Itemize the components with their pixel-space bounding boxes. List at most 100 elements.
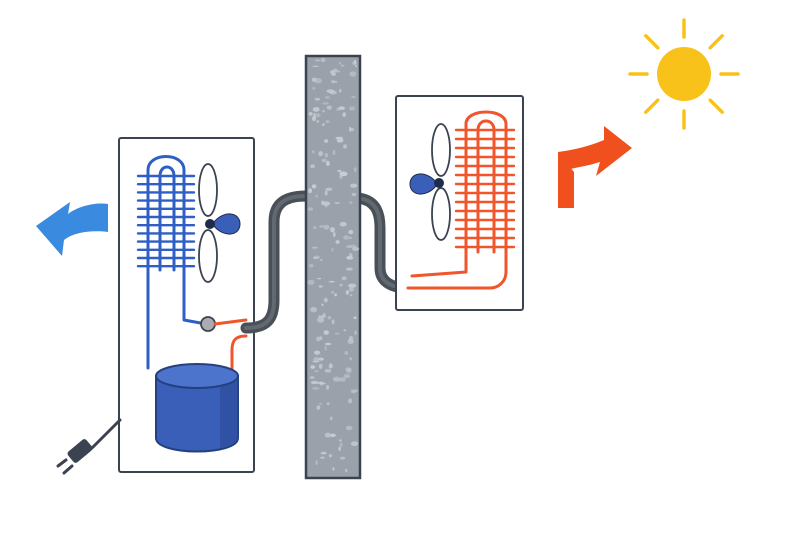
wall-speckle — [320, 456, 325, 459]
wall-speckle — [327, 316, 332, 320]
wall-speckle — [310, 164, 316, 169]
wall-speckle — [343, 373, 351, 379]
sun-rays — [628, 18, 740, 130]
wall-speckle — [343, 235, 350, 240]
wall-speckle — [328, 363, 333, 369]
sun-ray — [708, 98, 724, 114]
wall-speckle — [311, 184, 317, 189]
wall-speckle — [331, 319, 335, 325]
wall-speckle — [348, 229, 354, 235]
wall-speckle — [324, 432, 331, 438]
wall-speckle — [324, 369, 332, 373]
wall-speckle — [325, 120, 330, 123]
wall-speckle — [310, 365, 316, 369]
wall-speckle — [334, 293, 337, 297]
sun-disc — [657, 47, 711, 101]
wall-speckle — [323, 224, 330, 230]
wall-speckle — [336, 138, 344, 143]
wall-speckle — [308, 112, 313, 116]
wall-speckle — [349, 71, 357, 77]
wall-speckle — [349, 201, 353, 204]
fan-blade-bottom — [198, 229, 218, 283]
wall-speckle — [311, 116, 317, 122]
wall-speckle — [309, 376, 315, 379]
wall-speckle — [313, 357, 320, 363]
wall-speckle — [318, 285, 323, 288]
wall-speckle — [313, 226, 317, 230]
wall-speckle — [349, 126, 352, 132]
wall-speckle — [318, 357, 324, 361]
wall-speckle — [326, 160, 330, 166]
wall-speckle — [321, 303, 324, 307]
wall-speckle — [324, 96, 331, 99]
wall-speckle — [349, 237, 352, 239]
wall-speckle — [332, 150, 336, 155]
wall-speckle — [311, 150, 315, 154]
wall-speckle — [326, 402, 330, 406]
wall-speckle — [320, 452, 327, 455]
wall-speckle — [328, 280, 335, 283]
wall-speckle — [349, 357, 352, 361]
wall-speckle — [343, 329, 347, 332]
wall-speckle — [316, 317, 325, 323]
wall-speckle — [350, 127, 354, 132]
wall-speckle — [352, 246, 360, 251]
wall-speckle — [337, 169, 342, 172]
fan-blade-left — [409, 173, 437, 195]
condenser-coil-loop — [406, 110, 508, 290]
wall-speckle — [330, 70, 336, 75]
wall-speckle — [324, 342, 332, 346]
hot-line-indoor — [213, 318, 248, 370]
wall-speckle — [340, 64, 345, 67]
wall-speckle — [346, 255, 354, 260]
wall-speckle — [332, 376, 341, 382]
wall-speckle — [344, 351, 349, 355]
wall-texture — [307, 57, 360, 473]
condenser-fins — [454, 128, 516, 249]
wall-speckle — [310, 306, 318, 313]
wall-speckle — [312, 387, 320, 390]
wall-speckle — [342, 112, 347, 117]
wall-speckle — [332, 80, 338, 83]
wall-speckle — [334, 332, 340, 335]
fan-icon — [409, 123, 451, 241]
wall-speckle — [325, 187, 333, 191]
wall-speckle — [344, 468, 348, 473]
wall-speckle — [323, 330, 329, 335]
wall-speckle — [322, 201, 331, 207]
wall-speckle — [326, 105, 332, 110]
wall-speckle — [311, 246, 319, 249]
wall-speckle — [310, 380, 319, 385]
fan-icon — [198, 163, 241, 283]
wall-speckle — [350, 441, 359, 447]
wall-speckle — [308, 188, 312, 194]
wall-speckle — [329, 416, 333, 421]
curved-arrow-right-icon — [558, 126, 632, 208]
wall-speckle — [341, 276, 347, 281]
wall-speckle — [318, 363, 323, 369]
wall-speckle — [322, 123, 325, 126]
wall-speckle — [331, 247, 334, 252]
sun-icon — [628, 18, 740, 130]
wall-speckle — [338, 106, 345, 110]
power-cord — [90, 418, 122, 450]
wall-speckle — [347, 338, 354, 344]
wall-speckle — [334, 201, 341, 204]
fan-blade-bottom — [431, 187, 451, 241]
wall-speckle — [322, 102, 329, 105]
wall-speckle — [316, 336, 320, 342]
wall-speckle — [345, 367, 352, 372]
wall-speckle — [324, 139, 329, 143]
wall-speckle — [326, 89, 335, 94]
wall-speckle — [314, 370, 319, 373]
fan-blade-top — [198, 163, 218, 217]
wall-speckle — [328, 454, 332, 458]
plug-prongs — [56, 458, 74, 475]
cool-air-arrow — [36, 202, 108, 256]
wall-speckle — [339, 377, 346, 382]
wall-speckle — [349, 294, 353, 297]
wall-speckle — [320, 315, 324, 318]
fan-blade-top — [431, 123, 451, 177]
